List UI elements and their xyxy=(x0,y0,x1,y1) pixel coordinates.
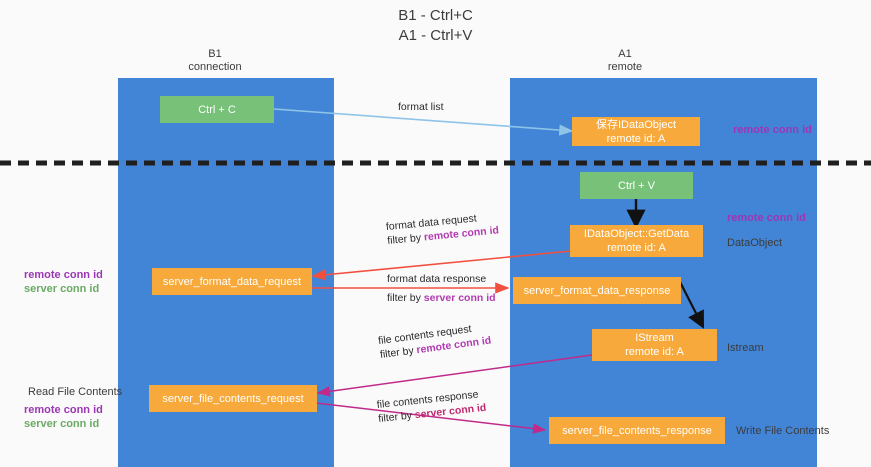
column-header-b1-name: B1 xyxy=(208,48,222,60)
node-istream-subtitle: remote id: A xyxy=(625,346,684,358)
node-ctrl-v-label: Ctrl + V xyxy=(618,179,655,192)
annotation-left-read-file-contents: Read File Contents xyxy=(28,386,123,398)
node-server-file-contents-response[interactable]: server_file_contents_response xyxy=(549,417,725,444)
node-ctrl-c-label: Ctrl + C xyxy=(198,103,236,116)
annotation-left-remote-conn-id-mid: remote conn id xyxy=(24,269,103,281)
edge-label-file-contents-response-prefix: filter by xyxy=(377,409,416,426)
column-header-a1-name: A1 xyxy=(618,48,632,60)
edge-label-format-data-response-line2: filter by server conn id xyxy=(387,291,496,305)
node-idataobject-getdata-title: IDataObject::GetData xyxy=(583,228,690,240)
edge-label-file-contents-response: file contents response filter by server … xyxy=(376,387,487,426)
column-header-b1-role: connection xyxy=(188,61,242,73)
annotation-right-istream: Istream xyxy=(727,342,764,354)
node-server-format-data-request-label: server_format_data_request xyxy=(162,275,302,288)
diagram-title-line2: A1 - Ctrl+V xyxy=(398,27,473,44)
edge-label-format-list: format list xyxy=(398,100,444,114)
node-server-file-contents-request[interactable]: server_file_contents_request xyxy=(149,385,317,412)
node-save-idataobject-title: 保存IDataObject xyxy=(595,118,677,131)
annotation-left-server-conn-id-bot: server conn id xyxy=(24,418,100,430)
diagram-title: B1 - Ctrl+C A1 - Ctrl+V xyxy=(0,6,871,46)
annotation-right-remote-conn-id-top: remote conn id xyxy=(733,124,812,136)
annotation-left-remote-conn-id-bot: remote conn id xyxy=(24,404,103,416)
annotation-right-dataobject: DataObject xyxy=(727,237,783,249)
node-server-format-data-request[interactable]: server_format_data_request xyxy=(152,268,312,295)
annotation-left-server-conn-id-mid: server conn id xyxy=(24,283,100,295)
node-server-format-data-response-label: server_format_data_response xyxy=(523,284,671,297)
edge-label-format-data-response-line1: format data response xyxy=(387,273,487,285)
node-save-idataobject[interactable]: 保存IDataObject remote id: A xyxy=(572,117,700,146)
edge-label-format-list-line1: format list xyxy=(398,101,444,113)
column-header-a1: A1 remote xyxy=(565,48,685,74)
diagram-title-line1: B1 - Ctrl+C xyxy=(398,7,473,24)
node-server-file-contents-request-label: server_file_contents_request xyxy=(162,392,304,405)
column-header-a1-role: remote xyxy=(607,61,643,73)
node-istream[interactable]: IStream remote id: A xyxy=(592,329,717,361)
edge-label-format-data-response: format data response filter by server co… xyxy=(387,272,496,305)
node-istream-title: IStream xyxy=(635,332,674,344)
edge-label-format-data-request: format data request filter by remote con… xyxy=(385,209,499,248)
node-ctrl-v[interactable]: Ctrl + V xyxy=(580,172,693,199)
node-idataobject-getdata-subtitle: remote id: A xyxy=(607,242,666,254)
node-ctrl-c[interactable]: Ctrl + C xyxy=(160,96,274,123)
edge-label-format-data-request-prefix: filter by xyxy=(386,231,425,248)
annotation-right-remote-conn-id-mid: remote conn id xyxy=(727,212,806,224)
annotation-right-write-file-contents: Write File Contents xyxy=(736,425,830,437)
node-idataobject-getdata[interactable]: IDataObject::GetData remote id: A xyxy=(570,225,703,257)
node-save-idataobject-subtitle: remote id: A xyxy=(606,132,666,145)
edge-label-file-contents-request: file contents request filter by remote c… xyxy=(377,320,492,362)
node-server-file-contents-response-label: server_file_contents_response xyxy=(562,424,712,437)
node-server-format-data-response[interactable]: server_format_data_response xyxy=(513,277,681,304)
edge-label-file-contents-request-prefix: filter by xyxy=(379,344,418,362)
edge-label-format-data-response-hl: server conn id xyxy=(423,292,496,304)
column-header-b1: B1 connection xyxy=(155,48,275,74)
edge-label-format-data-response-prefix: filter by xyxy=(387,292,424,304)
